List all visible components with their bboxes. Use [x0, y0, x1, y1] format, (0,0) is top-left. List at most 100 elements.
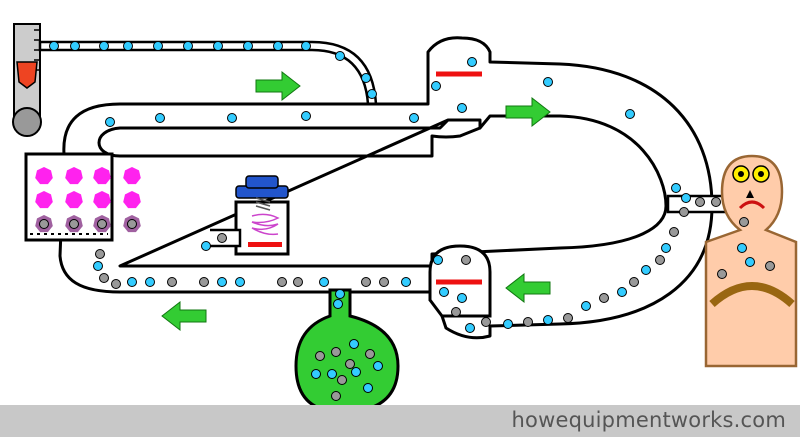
exhaled-gas-bubble — [331, 347, 341, 357]
reservoir-bag-icon — [294, 288, 400, 414]
exhaled-gas-bubble — [111, 279, 121, 289]
fresh-gas-bubble — [99, 41, 109, 51]
fresh-gas-bubble — [301, 111, 311, 121]
fresh-gas-bubble — [123, 41, 133, 51]
fresh-gas-bubble — [243, 41, 253, 51]
absorbent-granules — [35, 167, 141, 233]
fresh-gas-bubble — [457, 103, 467, 113]
fresh-gas-bubble — [351, 367, 361, 377]
fresh-gas-bubble — [363, 383, 373, 393]
exhaled-gas-bubble — [293, 277, 303, 287]
fresh-gas-bubble — [625, 109, 635, 119]
fresh-gas-bubble — [543, 77, 553, 87]
exhaled-gas-bubble — [739, 217, 749, 227]
breathing-circuit-tubing — [58, 36, 714, 340]
absorbed-gas-bubble — [39, 219, 49, 229]
exhaled-gas-bubble — [331, 391, 341, 401]
absorbent-granule — [35, 167, 53, 185]
exhaled-gas-bubble — [711, 197, 721, 207]
expiratory-valve-icon — [428, 244, 492, 318]
fresh-gas-bubble — [457, 293, 467, 303]
exhaled-gas-bubble — [365, 349, 375, 359]
fresh-gas-line — [38, 40, 378, 106]
fresh-gas-bubble — [145, 277, 155, 287]
fresh-gas-bubble — [70, 41, 80, 51]
fresh-gas-bubble — [439, 287, 449, 297]
absorbed-gas-bubble — [97, 219, 107, 229]
absorbed-gas-bubble — [127, 219, 137, 229]
fresh-gas-bubble — [745, 257, 755, 267]
fresh-gas-bubble — [333, 299, 343, 309]
exhaled-gas-bubble — [315, 351, 325, 361]
exhaled-gas-bubble — [679, 207, 689, 217]
exhaled-gas-bubble — [695, 197, 705, 207]
fresh-gas-bubble — [227, 113, 237, 123]
fresh-gas-bubble — [183, 41, 193, 51]
fresh-gas-bubble — [361, 73, 371, 83]
exhaled-gas-bubble — [481, 317, 491, 327]
fresh-gas-bubble — [49, 41, 59, 51]
fresh-gas-bubble — [319, 277, 329, 287]
fresh-gas-bubble — [661, 243, 671, 253]
flow-arrow-icon — [161, 70, 551, 332]
site-credit: howequipmentworks.com — [511, 408, 786, 432]
fresh-gas-bubble — [467, 57, 477, 67]
exhaled-gas-bubble — [669, 227, 679, 237]
fresh-gas-bubble — [349, 339, 359, 349]
fresh-gas-bubble — [543, 315, 553, 325]
exhaled-gas-bubble — [345, 359, 355, 369]
apl-valve-spring — [251, 213, 280, 236]
fresh-gas-bubble — [327, 369, 337, 379]
fresh-gas-bubble — [127, 277, 137, 287]
absorbent-granule — [123, 167, 141, 185]
fresh-gas-bubble — [155, 113, 165, 123]
fresh-gas-bubble — [431, 81, 441, 91]
exhaled-gas-bubble — [99, 273, 109, 283]
fresh-gas-bubble — [301, 41, 311, 51]
exhaled-gas-bubble — [379, 277, 389, 287]
exhaled-gas-bubble — [361, 277, 371, 287]
fresh-gas-bubble — [213, 41, 223, 51]
footer-bar: howequipmentworks.com — [0, 405, 800, 437]
absorbent-granule — [93, 191, 111, 209]
fresh-gas-bubble — [235, 277, 245, 287]
fresh-gas-bubble — [311, 369, 321, 379]
exhaled-gas-bubble — [217, 233, 227, 243]
absorbent-granule — [35, 191, 53, 209]
exhaled-gas-bubble — [277, 277, 287, 287]
fresh-gas-bubble — [105, 117, 115, 127]
apl-valve-icon — [210, 175, 290, 256]
absorbent-granule — [65, 167, 83, 185]
exhaled-gas-bubble — [629, 277, 639, 287]
fresh-gas-bubble — [273, 41, 283, 51]
fresh-gas-bubble — [409, 113, 419, 123]
fresh-gas-bubble — [641, 265, 651, 275]
fresh-gas-bubble — [201, 241, 211, 251]
fresh-gas-bubble — [465, 323, 475, 333]
absorbed-gas-bubble — [69, 219, 79, 229]
absorbent-granule — [123, 191, 141, 209]
exhaled-gas-bubble — [199, 277, 209, 287]
flowmeter-bobbin — [16, 61, 38, 89]
fresh-gas-bubble — [153, 41, 163, 51]
fresh-gas-bubble — [581, 301, 591, 311]
absorbent-granule — [65, 191, 83, 209]
exhaled-gas-bubble — [599, 293, 609, 303]
exhaled-gas-bubble — [765, 261, 775, 271]
fresh-gas-bubble — [737, 243, 747, 253]
fresh-gas-bubble — [401, 277, 411, 287]
exhaled-gas-bubble — [655, 255, 665, 265]
fresh-gas-bubble — [217, 277, 227, 287]
exhaled-gas-bubble — [563, 313, 573, 323]
fresh-gas-bubble — [335, 51, 345, 61]
fresh-gas-bubble — [93, 261, 103, 271]
exhaled-gas-bubble — [461, 255, 471, 265]
fresh-gas-bubble — [681, 193, 691, 203]
fresh-gas-bubble — [373, 361, 383, 371]
exhaled-gas-bubble — [337, 375, 347, 385]
fresh-gas-bubble — [433, 255, 443, 265]
exhaled-gas-bubble — [523, 317, 533, 327]
exhaled-gas-bubble — [95, 249, 105, 259]
exhaled-gas-bubble — [451, 307, 461, 317]
